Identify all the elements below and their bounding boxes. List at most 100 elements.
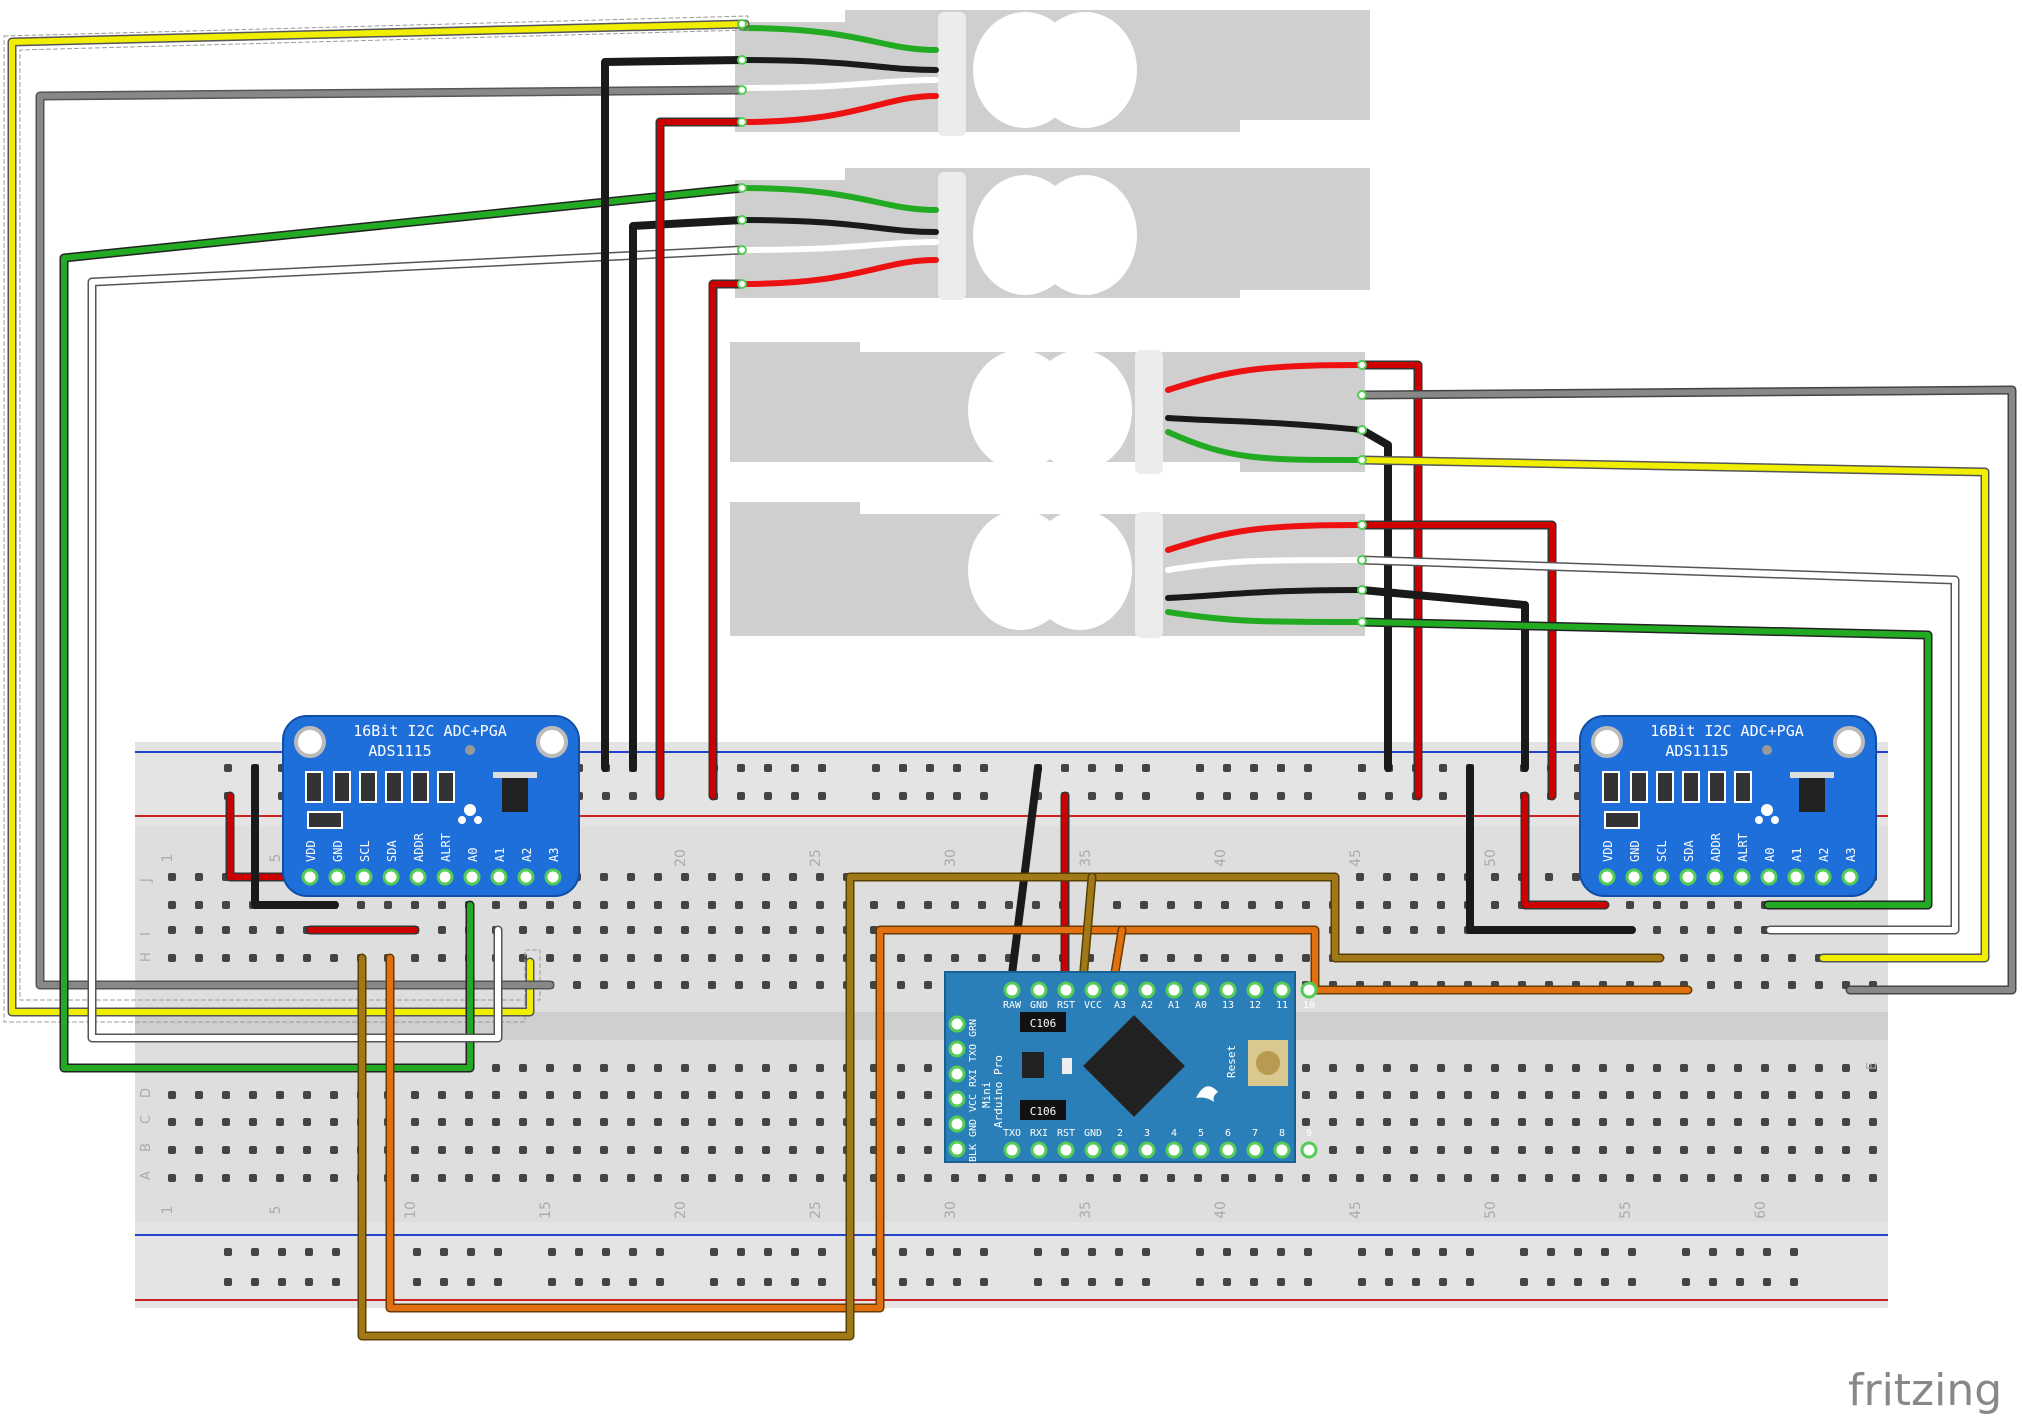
breadboard-hole [519, 926, 527, 934]
arduino-top-pin[interactable] [1300, 981, 1318, 999]
arduino-side-pin[interactable] [948, 1015, 966, 1033]
breadboard-hole [708, 1118, 716, 1126]
adc-pin[interactable] [436, 868, 454, 886]
breadboard-hole [735, 1174, 743, 1182]
breadboard-hole [1383, 901, 1391, 909]
arduino-bottom-pin[interactable] [1300, 1141, 1318, 1159]
breadboard-hole [1194, 1174, 1202, 1182]
arduino-top-pin[interactable] [1057, 981, 1075, 999]
arduino-top-pin[interactable] [1219, 981, 1237, 999]
rail-hole [1250, 764, 1258, 772]
rail-hole [1304, 1248, 1312, 1256]
arduino-side-pin[interactable] [948, 1115, 966, 1133]
adc-pin[interactable] [463, 868, 481, 886]
breadboard-hole [816, 1118, 824, 1126]
arduino-bottom-pin[interactable] [1111, 1141, 1129, 1159]
rail-hole [575, 1278, 583, 1286]
rail-hole [656, 1278, 664, 1286]
adc-pin[interactable] [1652, 868, 1670, 886]
arduino-bottom-pin[interactable] [1030, 1141, 1048, 1159]
row-label-j: J [139, 878, 154, 883]
breadboard-hole [195, 926, 203, 934]
breadboard-hole [438, 1174, 446, 1182]
adc-pin[interactable] [301, 868, 319, 886]
rail-hole [224, 764, 232, 772]
rail-hole [1628, 1278, 1636, 1286]
arduino-top-pin[interactable] [1030, 981, 1048, 999]
rail-hole [710, 1278, 718, 1286]
adc-pin-label: A2 [1817, 848, 1831, 862]
adc-pin[interactable] [1814, 868, 1832, 886]
breadboard-hole [627, 1118, 635, 1126]
arduino-bottom-pin[interactable] [1165, 1141, 1183, 1159]
arduino-top-pin[interactable] [1138, 981, 1156, 999]
rail-hole [1790, 1278, 1798, 1286]
breadboard-hole [1788, 1091, 1796, 1099]
breadboard-hole [465, 1118, 473, 1126]
adc-pin[interactable] [1733, 868, 1751, 886]
breadboard-hole [681, 926, 689, 934]
rail-hole [1763, 1248, 1771, 1256]
arduino-side-pin[interactable] [948, 1090, 966, 1108]
arduino-bottom-pin[interactable] [1192, 1141, 1210, 1159]
breadboard-hole [1545, 1064, 1553, 1072]
breadboard-hole [1032, 1174, 1040, 1182]
breadboard-hole [1167, 1174, 1175, 1182]
breadboard-hole [1140, 1174, 1148, 1182]
adc-pin[interactable] [1841, 868, 1859, 886]
adc-pin[interactable] [1706, 868, 1724, 886]
adc-pin[interactable] [355, 868, 373, 886]
arduino-bottom-pin[interactable] [1219, 1141, 1237, 1159]
breadboard-hole [1356, 1174, 1364, 1182]
rail-hole [1277, 1248, 1285, 1256]
rail-hole [737, 764, 745, 772]
adc-pin[interactable] [544, 868, 562, 886]
arduino-side-pin[interactable] [948, 1040, 966, 1058]
adc-pin[interactable] [490, 868, 508, 886]
adc-pin[interactable] [517, 868, 535, 886]
arduino-top-pin[interactable] [1273, 981, 1291, 999]
breadboard-hole [1437, 926, 1445, 934]
column-label-bottom: 30 [943, 1201, 959, 1219]
breadboard-hole [1248, 901, 1256, 909]
arduino-bottom-pin[interactable] [1273, 1141, 1291, 1159]
rail-hole [1115, 1248, 1123, 1256]
arduino-top-pin[interactable] [1111, 981, 1129, 999]
arduino-side-pin[interactable] [948, 1065, 966, 1083]
adc-pin[interactable] [1625, 868, 1643, 886]
arduino-top-pin[interactable] [1165, 981, 1183, 999]
arduino-top-pin[interactable] [1246, 981, 1264, 999]
breadboard-hole [519, 1091, 527, 1099]
adc-pin[interactable] [1760, 868, 1778, 886]
adc-pin[interactable] [1787, 868, 1805, 886]
arduino-bottom-pin[interactable] [1003, 1141, 1021, 1159]
breadboard-hole [708, 954, 716, 962]
rail-hole [1250, 1248, 1258, 1256]
arduino-top-pin[interactable] [1192, 981, 1210, 999]
arduino-top-pin[interactable] [1084, 981, 1102, 999]
arduino-top-pin-label: A0 [1195, 1000, 1207, 1011]
arduino-bottom-pin[interactable] [1084, 1141, 1102, 1159]
adc-pin[interactable] [328, 868, 346, 886]
breadboard-hole [1221, 1174, 1229, 1182]
row-label-b: B [139, 1143, 154, 1152]
adc-pin[interactable] [1679, 868, 1697, 886]
breadboard-hole [1302, 1118, 1310, 1126]
adc-pin[interactable] [409, 868, 427, 886]
rail-hole [1385, 792, 1393, 800]
adc-right-model: ADS1115 [1665, 742, 1728, 760]
adc-pin-label: A1 [493, 848, 507, 862]
rail-hole [1709, 1248, 1717, 1256]
arduino-side-pin[interactable] [948, 1140, 966, 1158]
arduino-bottom-pin[interactable] [1057, 1141, 1075, 1159]
breadboard-hole [573, 1091, 581, 1099]
breadboard-hole [330, 1118, 338, 1126]
adc-pin[interactable] [382, 868, 400, 886]
arduino-bottom-pin[interactable] [1138, 1141, 1156, 1159]
arduino-top-pin[interactable] [1003, 981, 1021, 999]
adc-pin[interactable] [1598, 868, 1616, 886]
arduino-bottom-pin[interactable] [1246, 1141, 1264, 1159]
row-label-i: I [139, 932, 154, 936]
breadboard-hole [1653, 1174, 1661, 1182]
